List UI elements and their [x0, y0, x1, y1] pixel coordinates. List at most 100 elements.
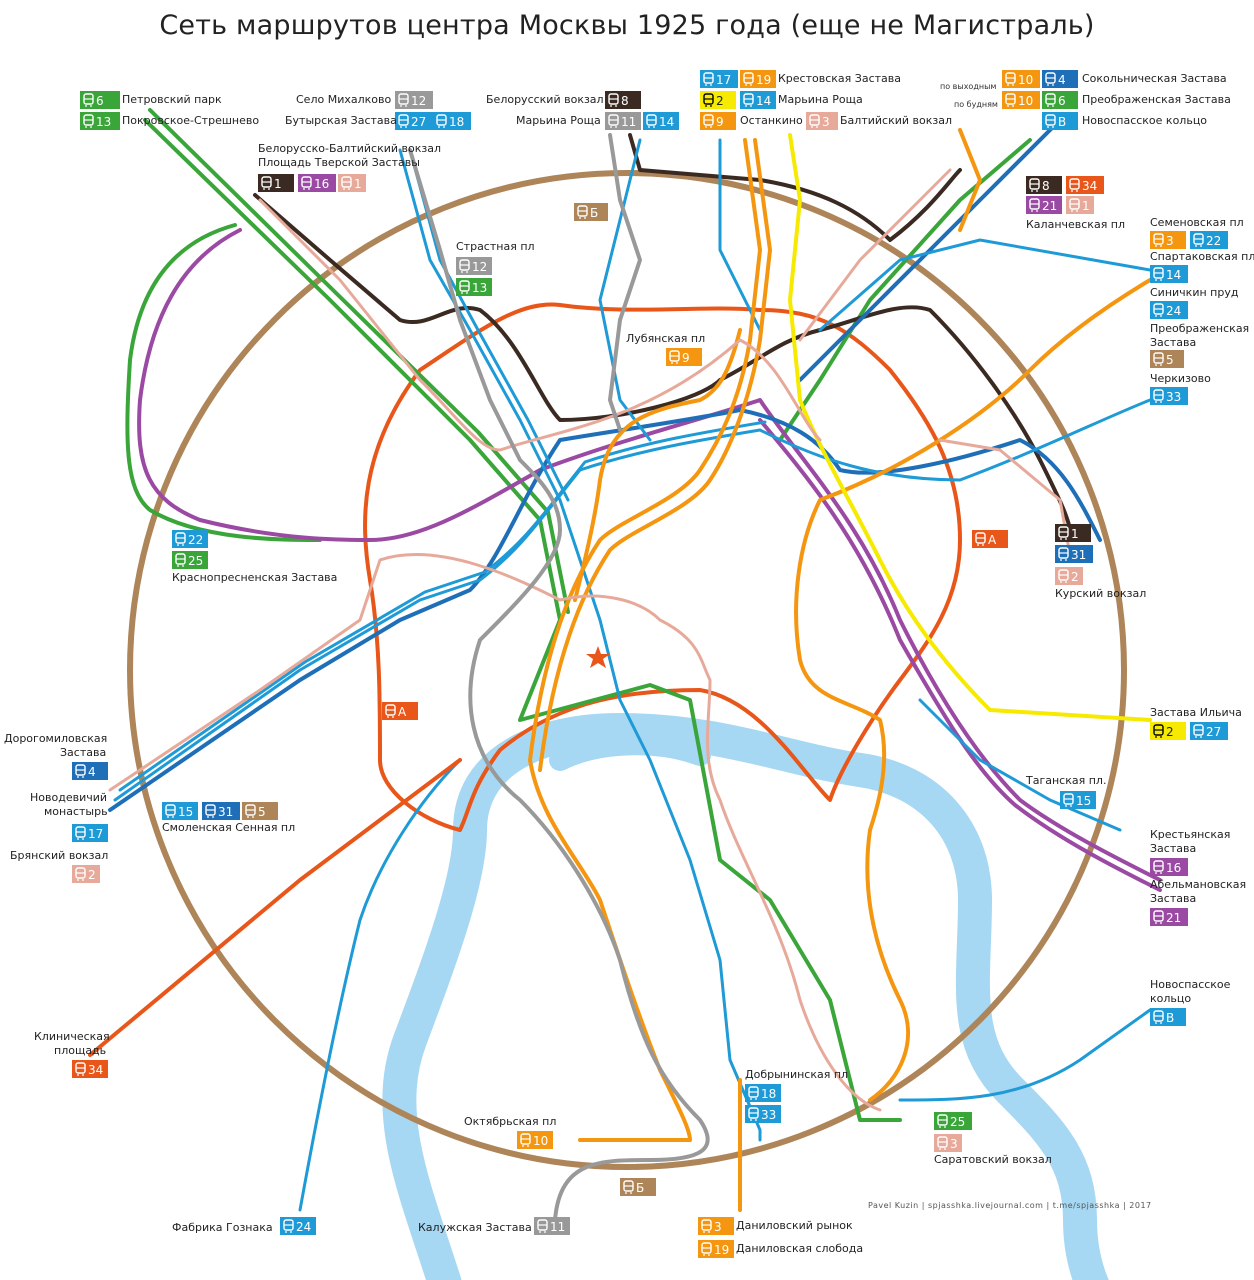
route-number: 6: [96, 94, 104, 108]
label-novospasskoe2a: Новоспасское: [1150, 978, 1231, 991]
label-vyhodnym: по выходным: [940, 82, 996, 91]
route-number: 4: [88, 765, 96, 779]
route-number: 25: [950, 1115, 965, 1129]
route-badge-b34a: 34: [1066, 176, 1104, 194]
route-number: 3: [822, 115, 830, 129]
route-badge-b12b: 12: [456, 257, 492, 275]
route-badge-b21b: 21: [1150, 908, 1188, 926]
route-badge-b17a: 17: [700, 70, 738, 88]
label-preobr2b: Застава: [1150, 336, 1196, 349]
route-number: 17: [88, 827, 103, 841]
route-number: 14: [1166, 268, 1181, 282]
route-number: 18: [761, 1087, 776, 1101]
route-number: А: [988, 533, 997, 547]
route-badge-b3a: 3: [806, 112, 838, 130]
route-badge-b11a: 11: [605, 112, 641, 130]
kremlin-star-icon: [586, 646, 610, 668]
route-number: 21: [1166, 911, 1181, 925]
label-semenovskaya: Семеновская пл: [1150, 216, 1244, 229]
route-number: В: [1058, 115, 1066, 129]
route-badge-b6: 6: [80, 91, 120, 109]
route-number: 2: [716, 94, 724, 108]
route-number: 4: [1058, 73, 1066, 87]
route-badge-b12a: 12: [395, 91, 433, 109]
route-number: 12: [411, 94, 426, 108]
route-number: 1: [354, 177, 362, 191]
label-dobryninskaya: Добрынинская пл: [745, 1068, 848, 1081]
label-goznak: Фабрика Гознака: [172, 1221, 273, 1234]
label-krasnopresnenskaya: Краснопресненская Застава: [172, 571, 337, 584]
route-number: 31: [218, 805, 233, 819]
route-badge-b16a: 16: [298, 174, 336, 192]
route-number: 13: [472, 281, 487, 295]
label-ilyicha: Застава Ильича: [1150, 706, 1242, 719]
route-number: 3: [950, 1137, 958, 1151]
ring-b: [127, 170, 1127, 1170]
route-badge-b14b: 14: [740, 91, 776, 109]
label-dorogomilovskaya1: Дорогомиловская: [4, 732, 107, 745]
label-novospasskoe: Новоспасское кольцо: [1082, 114, 1207, 127]
route-badge-b22a: 22: [1190, 231, 1228, 249]
label-taganskaya: Таганская пл.: [1025, 774, 1106, 787]
route-number: 10: [1018, 94, 1033, 108]
author-credit: Pavel Kuzin | spjasshka.livejournal.com …: [868, 1201, 1152, 1210]
label-baltiysky: Балтийский вокзал: [840, 114, 952, 127]
route-badge-b31b: 31: [202, 802, 240, 820]
label-strastnaya: Страстная пл: [456, 240, 535, 253]
route-badge-b8a: 8: [605, 91, 641, 109]
route-number: 3: [714, 1220, 722, 1234]
route-number: 33: [761, 1108, 776, 1122]
label-klinicheskaya2: площадь: [54, 1044, 106, 1057]
river-branch: [549, 733, 711, 771]
route-badge-b2d: 2: [72, 865, 100, 883]
route-number: 21: [1042, 199, 1057, 213]
route-number: 10: [533, 1134, 548, 1148]
station-labels: Петровский парк Покровское-Стрешнево Сел…: [4, 72, 1254, 1255]
route-number: 8: [1042, 179, 1050, 193]
route-badge-bBB: Б: [574, 203, 608, 221]
route-number: 18: [449, 115, 464, 129]
route-badge-b21a: 21: [1026, 196, 1062, 214]
route-badge-b1c: 1: [1066, 196, 1094, 214]
route-number: 31: [1071, 548, 1086, 562]
route-number: 19: [714, 1243, 729, 1257]
route-badge-b27a: 27: [395, 112, 433, 130]
route-badge-b9b: 9: [666, 348, 702, 366]
route-badge-b2c: 2: [1150, 722, 1186, 740]
route-badge-b10a: 10: [1002, 70, 1040, 88]
label-kaluzhskaya: Калужская Застава: [418, 1221, 532, 1234]
route-badge-b1d: 1: [1055, 524, 1091, 542]
route-number: 11: [621, 115, 636, 129]
route-number: 11: [550, 1220, 565, 1234]
route-number: 2: [88, 868, 96, 882]
label-pokrovskoe: Покровское-Стрешнево: [122, 114, 259, 127]
route-badge-b14a: 14: [643, 112, 679, 130]
label-spartakovskaya: Спартаковская пл: [1150, 250, 1254, 263]
route-badge-b3b: 3: [1150, 231, 1186, 249]
route-number: Б: [636, 1181, 644, 1195]
route-badge-b4a: 4: [1042, 70, 1078, 88]
route-badge-b2a: 2: [700, 91, 736, 109]
route-badge-b15b: 15: [1060, 791, 1096, 809]
route-number: 15: [178, 805, 193, 819]
route-number: 13: [96, 115, 111, 129]
label-kursky: Курский вокзал: [1055, 587, 1146, 600]
route-number: 10: [1018, 73, 1033, 87]
route-number: 34: [88, 1063, 103, 1077]
route-badge-b3d: 3: [698, 1217, 734, 1235]
route-badge-b13b: 13: [456, 278, 492, 296]
label-krestyanskaya1: Крестьянская: [1150, 828, 1230, 841]
label-belbalt2: Площадь Тверской Заставы: [258, 156, 420, 169]
route-number: 16: [314, 177, 329, 191]
label-sinichkin: Синичкин пруд: [1150, 286, 1239, 299]
label-sokolnicheskaya: Сокольническая Застава: [1082, 72, 1227, 85]
label-ostankino: Останкино: [740, 114, 803, 127]
label-petrovsky: Петровский парк: [122, 93, 222, 106]
label-abelmanovskaya2: Застава: [1150, 892, 1196, 905]
ring-a: [363, 302, 962, 832]
route-badge-b5a: 5: [1150, 350, 1184, 368]
route-badge-b10c: 10: [517, 1131, 553, 1149]
route-number: 6: [1058, 94, 1066, 108]
route-number: 25: [188, 554, 203, 568]
